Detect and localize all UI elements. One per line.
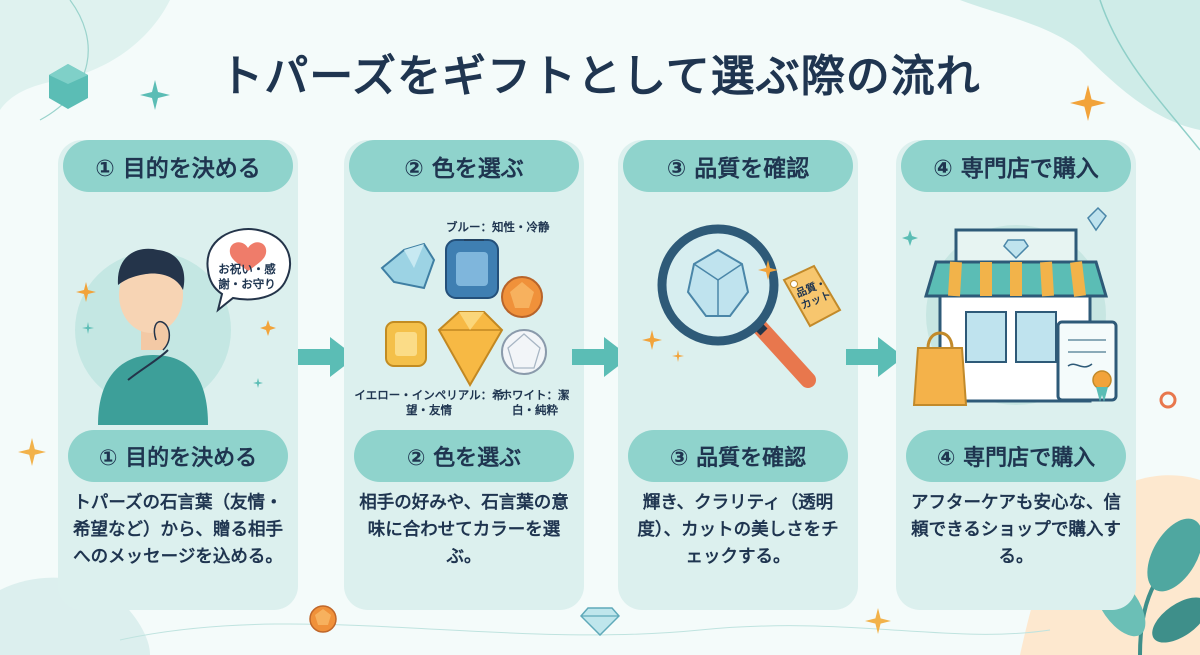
step-card-purpose: ① 目的を決める お祝い・感謝・お守り ① 目的を決める トパーズの石言葉（友情… xyxy=(58,140,298,610)
step-subheading: ② 色を選ぶ xyxy=(354,430,574,482)
step-description: アフターケアも安心な、信頼できるショップで購入する。 xyxy=(911,493,1121,567)
step-subheading: ③ 品質を確認 xyxy=(628,430,848,482)
arrow-right-icon xyxy=(572,337,630,377)
step-heading: ① 目的を決める xyxy=(63,140,293,192)
step-description: トパーズの石言葉（友情・希望など）から、贈る相手へのメッセージを込める。 xyxy=(73,493,283,567)
orange-gem-icon xyxy=(309,605,337,633)
color-label-yellow: イエロー・インペリアル：希望・友情 xyxy=(354,388,504,417)
color-label-blue: ブルー：知性・冷静 xyxy=(446,220,550,234)
sparkle-icon xyxy=(140,80,170,110)
ring-icon xyxy=(1159,391,1177,409)
sparkle-icon xyxy=(18,438,46,466)
step-illustration: ブルー：知性・冷静 イエロー・インペリアル：希望・友情 ホワイト：潔白・純粋 xyxy=(344,200,584,425)
thinking-person-icon xyxy=(75,228,291,425)
step-card-quality: ③ 品質を確認 品質・カット ③ 品質を確認 輝き、クラリティ（透明度）、カット… xyxy=(618,140,858,610)
heart-icon xyxy=(229,242,267,271)
step-description: 輝き、クラリティ（透明度）、カットの美しさをチェックする。 xyxy=(637,493,839,567)
sparkle-icon xyxy=(865,608,891,634)
step-description: 相手の好みや、石言葉の意味に合わせてカラーを選ぶ。 xyxy=(359,493,569,567)
magnifying-glass-icon xyxy=(642,224,842,388)
step-card-shop: ④ 専門店で購入 ④ 専門店で購入 アフターケアも安心な、信頼できるショップで購… xyxy=(896,140,1136,610)
page-title: トパーズをギフトとして選ぶ際の流れ xyxy=(219,51,981,102)
bubble-text: お祝い・感謝・お守り xyxy=(218,262,276,291)
step-subheading: ① 目的を決める xyxy=(68,430,288,482)
step-heading: ④ 専門店で購入 xyxy=(901,140,1131,192)
arrow-right-icon xyxy=(846,337,904,377)
diamond-icon xyxy=(580,607,620,636)
step-illustration: 品質・カット xyxy=(618,200,858,425)
step-heading: ② 色を選ぶ xyxy=(349,140,579,192)
step-illustration xyxy=(896,200,1136,425)
arrow-right-icon xyxy=(298,337,356,377)
shop-icon xyxy=(902,206,1118,406)
gemstones-icon xyxy=(380,239,547,388)
sparkle-icon xyxy=(1070,85,1106,121)
step-card-color: ② 色を選ぶ ブルー：知性・冷静 イエロー・インペリアル：希望・友情 ホワイト：… xyxy=(344,140,584,610)
color-label-white: ホワイト：潔白・純粋 xyxy=(500,388,570,417)
step-heading: ③ 品質を確認 xyxy=(623,140,853,192)
hexagon-gem-icon xyxy=(49,64,88,109)
step-subheading: ④ 専門店で購入 xyxy=(906,430,1126,482)
step-illustration: お祝い・感謝・お守り xyxy=(58,200,298,425)
